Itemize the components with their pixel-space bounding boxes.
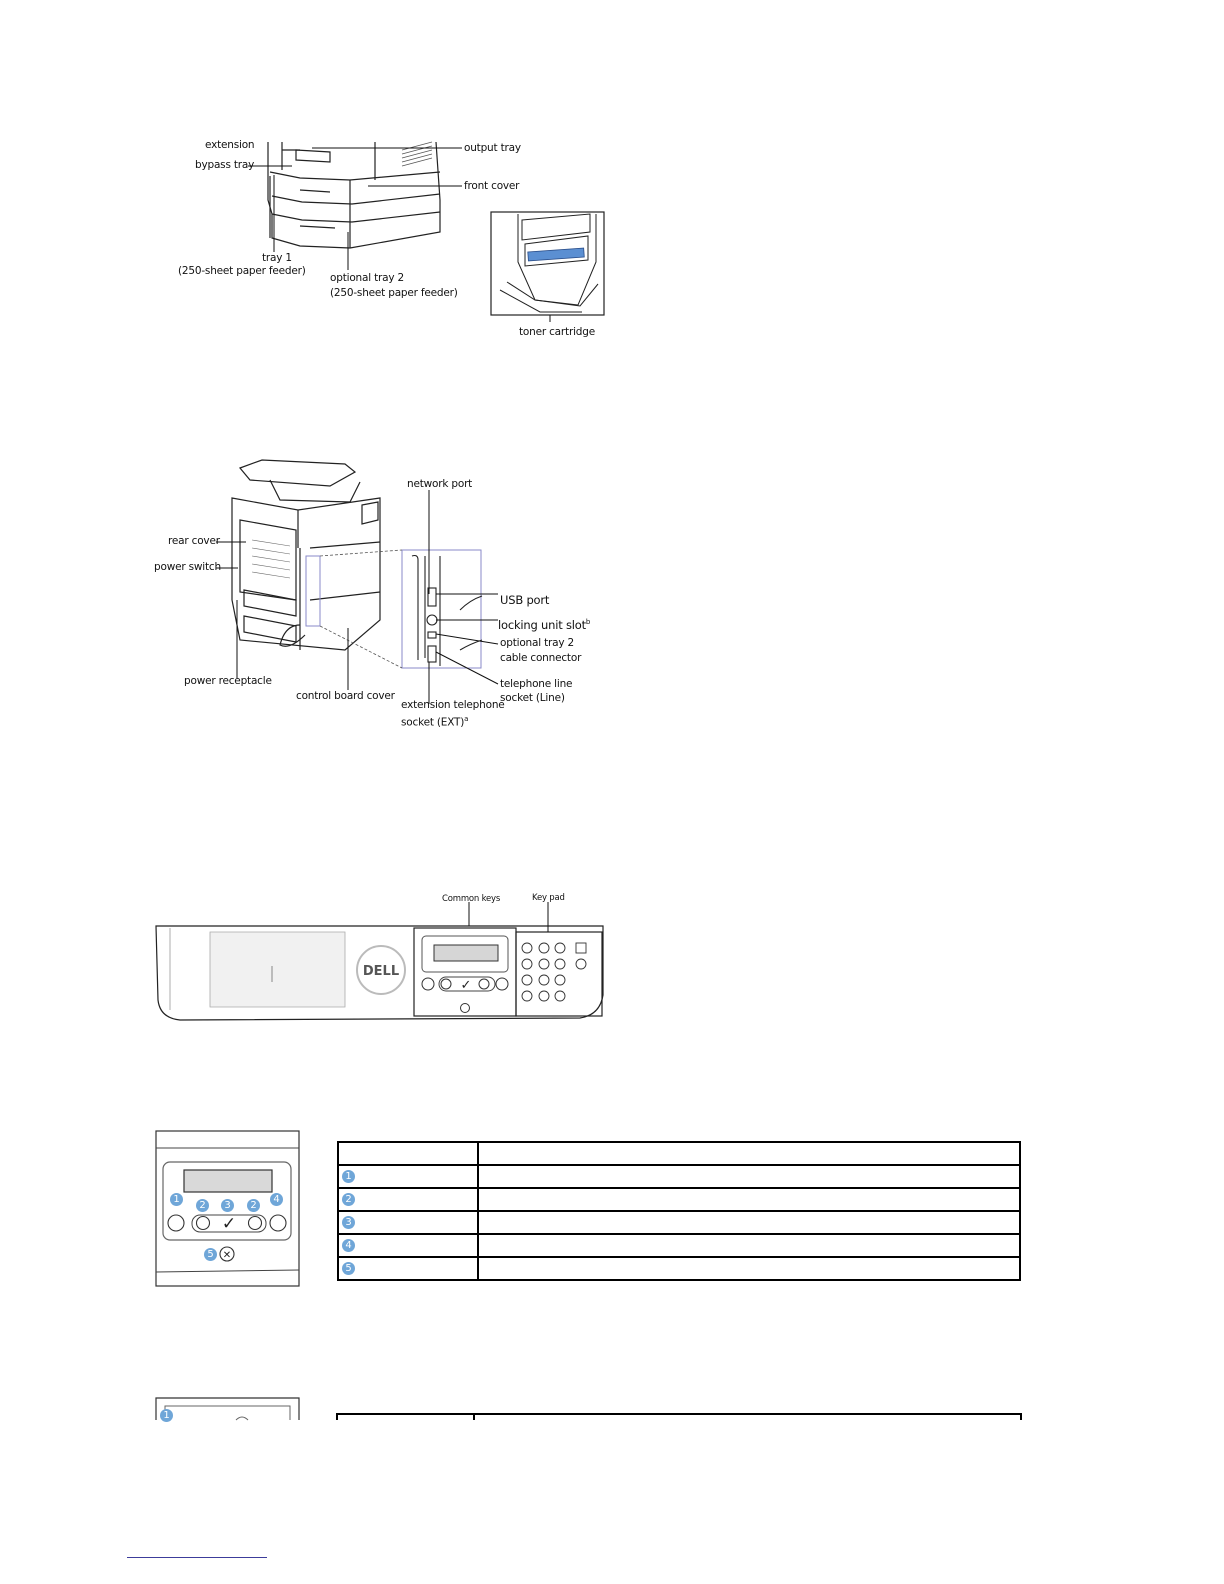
- label-locking-unit-slot: locking unit slotb: [498, 617, 591, 632]
- label-toner-cartridge: toner cartridge: [519, 326, 595, 338]
- marker-1-partial: 1: [160, 1409, 173, 1422]
- label-tray2-capacity: (250-sheet paper feeder): [330, 287, 458, 299]
- label-network-port: network port: [407, 478, 473, 490]
- label-tray2-connector: optional tray 2: [500, 637, 574, 649]
- svg-text:✕: ✕: [223, 1250, 231, 1261]
- label-bypass-tray: bypass tray: [195, 159, 255, 171]
- label-power-receptacle: power receptacle: [184, 675, 272, 687]
- row-marker: 4: [342, 1238, 355, 1252]
- row-marker: 2: [342, 1192, 355, 1206]
- label-tray2-connector-2: cable connector: [500, 652, 582, 664]
- marker-5: 5: [204, 1248, 217, 1261]
- table-row: 4: [337, 1233, 1021, 1258]
- label-tray1: tray 1: [262, 252, 292, 264]
- label-front-cover: front cover: [464, 180, 520, 192]
- footnote-rule: [127, 1557, 267, 1558]
- table-row: 5: [337, 1256, 1021, 1281]
- label-control-board-cover: control board cover: [296, 690, 395, 702]
- marker-1: 1: [170, 1193, 183, 1206]
- label-extension-telephone-2: socket (EXT)a: [401, 715, 469, 729]
- svg-text:✓: ✓: [461, 977, 472, 992]
- rear-printer-drawing: [216, 459, 499, 704]
- operator-panel-drawing: DELL ✓: [155, 902, 604, 1021]
- svg-text:DELL: DELL: [363, 964, 399, 979]
- label-tray2: optional tray 2: [330, 272, 404, 284]
- table-header-row: [337, 1141, 1021, 1166]
- row-marker: 5: [342, 1261, 355, 1275]
- table-row: 1: [337, 1164, 1021, 1189]
- svg-text:✓: ✓: [222, 1214, 236, 1233]
- label-extension: extension: [205, 139, 255, 151]
- marker-4: 4: [270, 1193, 283, 1206]
- row-marker: 1: [342, 1169, 355, 1183]
- row-marker: 3: [342, 1215, 355, 1229]
- label-power-switch: power switch: [154, 561, 221, 573]
- common-keys-table: 1 2 3 4 5: [337, 1141, 1021, 1281]
- keypad-drawing-partial: [155, 1397, 1022, 1421]
- table-row: 3: [337, 1210, 1021, 1235]
- label-tray1-capacity: (250-sheet paper feeder): [178, 265, 306, 277]
- label-extension-telephone: extension telephone: [401, 699, 505, 711]
- marker-2-left: 2: [196, 1199, 209, 1212]
- label-telephone-line-2: socket (Line): [500, 692, 565, 704]
- front-printer-drawing: [248, 141, 605, 322]
- label-telephone-line: telephone line: [500, 678, 573, 690]
- label-usb-port: USB port: [500, 593, 550, 607]
- marker-3: 3: [221, 1199, 234, 1212]
- marker-2-right: 2: [247, 1199, 260, 1212]
- label-key-pad: Key pad: [532, 893, 565, 903]
- table-row: 2: [337, 1187, 1021, 1212]
- label-output-tray: output tray: [464, 142, 521, 154]
- label-rear-cover: rear cover: [168, 535, 220, 547]
- label-common-keys: Common keys: [442, 894, 501, 904]
